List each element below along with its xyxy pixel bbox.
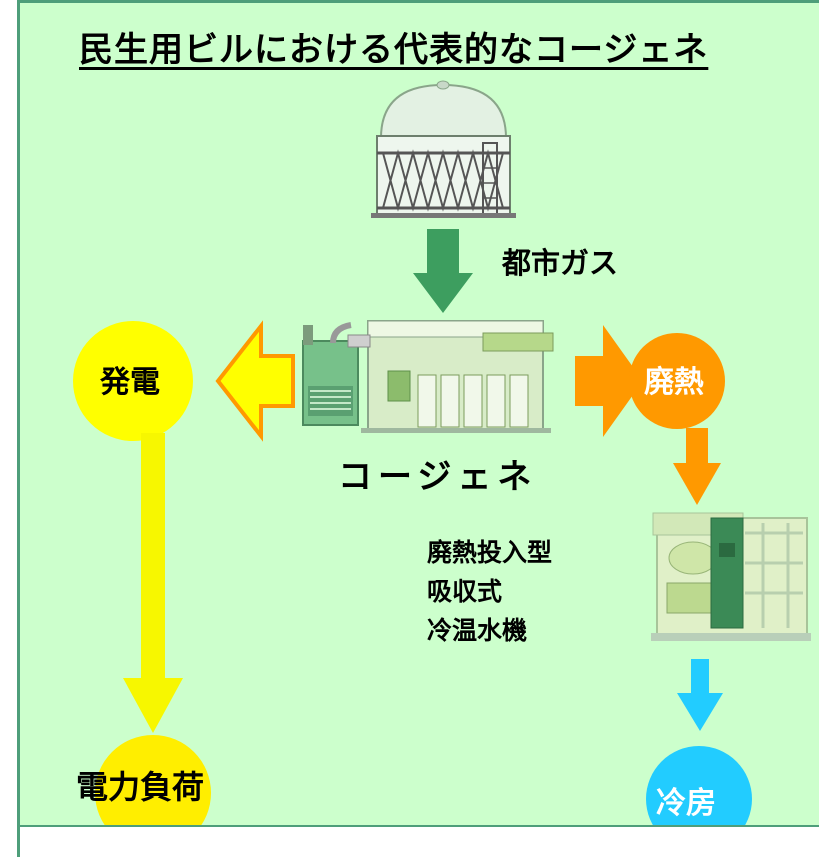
waste-heat-label: 廃熱 bbox=[644, 365, 704, 400]
flow-diagram bbox=[73, 80, 811, 857]
power-generation-node bbox=[73, 321, 193, 441]
chiller-label-line: 冷温水機 bbox=[427, 616, 528, 645]
power-load-node bbox=[95, 735, 211, 851]
cooling-label: 冷房 bbox=[656, 786, 716, 821]
cooling-arrow bbox=[677, 659, 723, 731]
city-gas-label: 都市ガス bbox=[502, 246, 619, 280]
power-arrow bbox=[215, 320, 295, 442]
absorption-chiller-icon bbox=[651, 512, 811, 641]
power-load-arrow bbox=[123, 433, 183, 733]
gas-holder-icon bbox=[371, 80, 516, 218]
page-title: 民生用ビルにおける代表的なコージェネ bbox=[79, 30, 709, 70]
waste-heat-node bbox=[629, 333, 725, 429]
power-generation-label: 発電 bbox=[100, 365, 160, 400]
cogeneration-unit-icon bbox=[302, 320, 554, 433]
heat-to-chiller-arrow bbox=[673, 428, 721, 505]
chiller-label: 廃熱投入型 吸収式 冷温水機 bbox=[427, 533, 552, 650]
diagram-panel bbox=[17, 0, 819, 857]
chiller-label-line: 廃熱投入型 bbox=[427, 538, 553, 567]
cogeneration-label: コージェネ bbox=[338, 457, 538, 497]
power-load-label: 電力負荷 bbox=[75, 768, 204, 806]
chiller-label-line: 吸収式 bbox=[427, 577, 503, 606]
heat-arrow bbox=[575, 325, 643, 437]
gas-arrow bbox=[413, 229, 473, 313]
bottom-bar bbox=[20, 825, 819, 857]
